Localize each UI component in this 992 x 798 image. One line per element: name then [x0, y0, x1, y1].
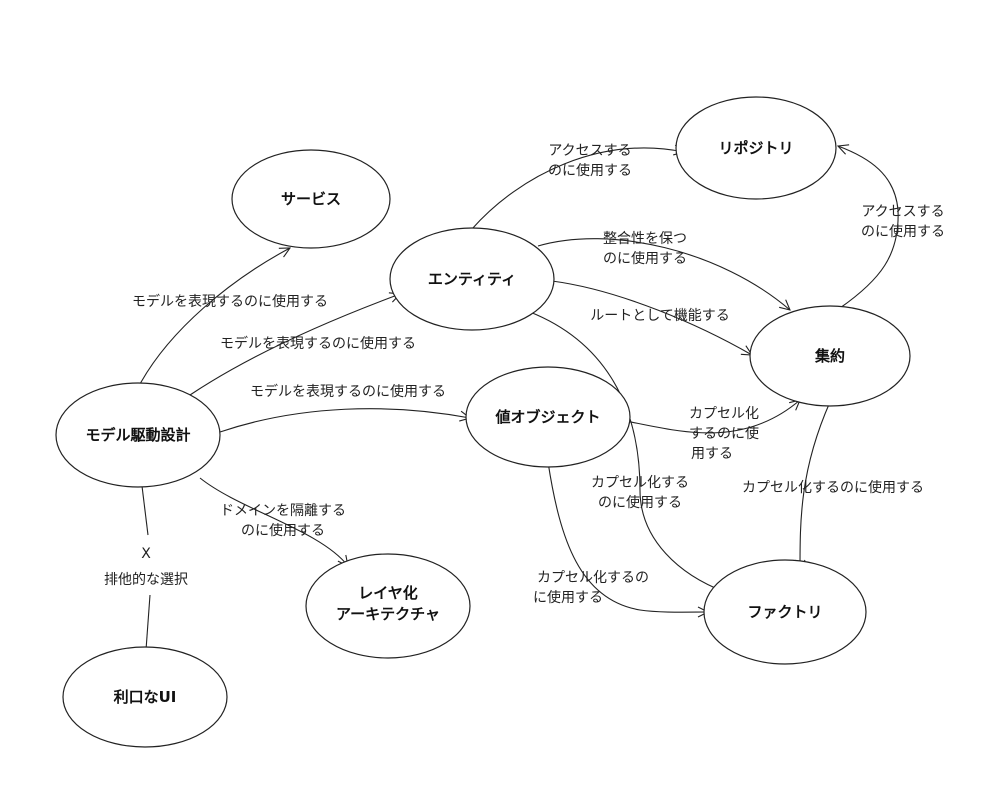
edge-label-aggregate-factory: カプセル化するのに使用する: [742, 479, 924, 496]
edge-aggregate-factory: [800, 401, 831, 570]
node-label: レイヤ化: [358, 584, 418, 602]
edge-label-mdd-smart-ui-mark: X: [141, 546, 151, 562]
node-label: アーキテクチャ: [336, 605, 440, 623]
edge-label-value-object-aggregate: 用する: [691, 446, 733, 462]
edge-label-aggregate-repository: のに使用する: [861, 223, 945, 240]
edge-label-value-object-aggregate: カプセル化: [689, 406, 759, 422]
edge-label-aggregate-repository: アクセスする: [861, 204, 944, 220]
edge-label-value-object-factory: に使用する: [533, 589, 603, 606]
edge-label-mdd-entity: モデルを表現するのに使用する: [220, 335, 416, 352]
edge-label-entity-aggregate-consistency: のに使用する: [603, 250, 687, 267]
node-label: ファクトリ: [747, 603, 822, 621]
node-label: 値オブジェクト: [494, 408, 600, 426]
edge-label-entity-factory: カプセル化する: [591, 475, 689, 491]
edge-label-entity-repository: アクセスする: [548, 143, 631, 159]
node-factory: ファクトリ: [703, 559, 867, 665]
edge-label-value-object-aggregate: するのに使: [689, 425, 759, 442]
edge-aggregate-repository: [838, 146, 899, 309]
edge-mdd-entity: [189, 294, 400, 396]
edge-label-entity-repository: のに使用する: [548, 162, 632, 179]
edge-label-entity-aggregate-root: ルートとして機能する: [590, 308, 730, 324]
edge-label-mdd-value-object: モデルを表現するのに使用する: [250, 383, 446, 400]
edge-entity-repository: [471, 148, 684, 230]
edge-mdd-smart-ui: [141, 485, 149, 536]
node-aggregate: 集約: [749, 305, 911, 407]
edge-label-entity-factory: のに使用する: [598, 494, 682, 511]
edge-mdd-smart-ui-lower: [145, 594, 151, 651]
edge-entity-factory: [529, 311, 725, 592]
edge-entity-aggregate-consistency: [537, 238, 790, 310]
node-smart-ui: 利口なUI: [62, 646, 228, 748]
node-entity: エンティティ: [389, 227, 555, 331]
edge-mdd-value-object: [219, 408, 470, 433]
node-label: リポジトリ: [718, 139, 793, 157]
edge-mdd-service: [139, 248, 290, 385]
node-label: サービス: [281, 190, 341, 208]
node-repository: リポジトリ: [675, 96, 837, 200]
node-value-object: 値オブジェクト: [465, 366, 631, 468]
edge-mdd-layered: [199, 477, 348, 566]
edge-entity-aggregate-root: [551, 280, 752, 355]
edge-label-mdd-layered: のに使用する: [241, 522, 325, 539]
edge-label-mdd-smart-ui: 排他的な選択: [104, 572, 188, 588]
node-service: サービス: [231, 149, 391, 249]
edge-label-mdd-layered: ドメインを隔離する: [220, 502, 346, 519]
edge-value-object-factory: [547, 461, 708, 612]
edge-label-value-object-factory: カプセル化するの: [537, 570, 649, 586]
edge-label-entity-aggregate-consistency: 整合性を保つ: [603, 231, 687, 247]
node-model-driven-design: モデル駆動設計: [55, 382, 221, 488]
edge-label-mdd-service: モデルを表現するのに使用する: [132, 293, 328, 310]
node-label: エンティティ: [428, 270, 516, 288]
node-label: 集約: [814, 347, 845, 365]
node-label: 利口なUI: [114, 688, 177, 706]
node-layered-architecture: レイヤ化 アーキテクチャ: [305, 553, 471, 659]
node-label: モデル駆動設計: [85, 426, 190, 444]
